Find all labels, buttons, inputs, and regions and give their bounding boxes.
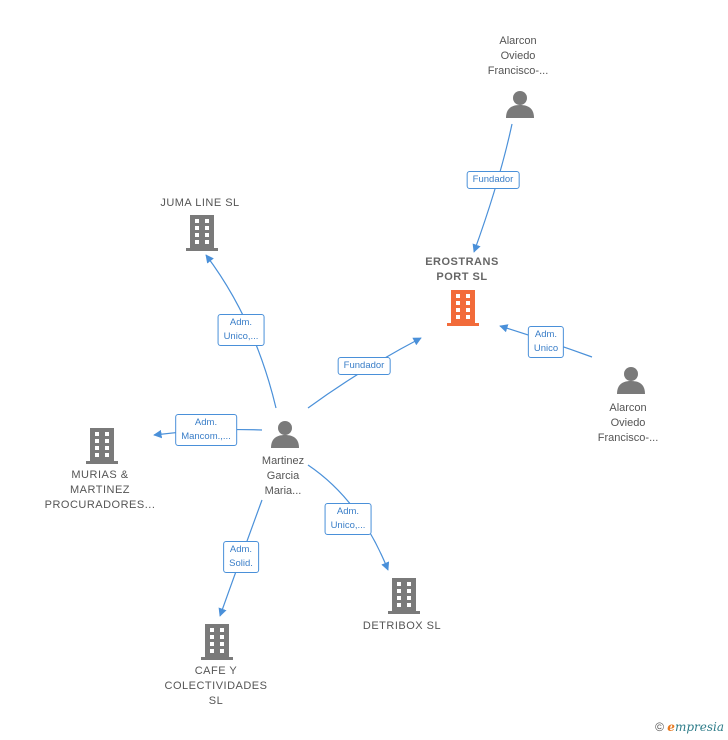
label-line: Martinez: [261, 455, 305, 467]
label-line: Maria...: [264, 485, 302, 497]
edge-label-line: Unico,...: [330, 520, 366, 531]
edge-label-martinez-murias[interactable]: Adm. Mancom.,...: [175, 414, 237, 446]
edge-label-line: Solid.: [229, 558, 253, 569]
label-line: DETRIBOX SL: [362, 620, 442, 632]
label-line: JUMA LINE SL: [160, 197, 240, 209]
edge-label-martinez-juma[interactable]: Adm. Unico,...: [217, 314, 265, 346]
node-label-detribox[interactable]: DETRIBOX SL: [363, 619, 441, 634]
label-line: Oviedo: [610, 417, 646, 429]
label-line: CAFE Y: [194, 665, 238, 677]
node-label-martinez[interactable]: Martinez Garcia Maria...: [262, 454, 304, 499]
building-icon[interactable]: [447, 290, 479, 326]
node-label-alarcon-top[interactable]: Alarcon Oviedo Francisco-...: [488, 34, 549, 79]
edge-label-line: Adm.: [336, 506, 360, 517]
label-line: MARTINEZ: [69, 484, 131, 496]
edge-label-line: Fundador: [472, 174, 514, 185]
node-label-murias[interactable]: MURIAS & MARTINEZ PROCURADORES...: [45, 468, 156, 513]
label-line: Garcia: [266, 470, 300, 482]
label-line: MURIAS &: [71, 469, 129, 481]
edge-label-martinez-detribox[interactable]: Adm. Unico,...: [324, 503, 372, 535]
edge-label-line: Mancom.,...: [181, 431, 231, 442]
node-label-erostrans[interactable]: EROSTRANS PORT SL: [425, 255, 499, 285]
node-label-juma[interactable]: JUMA LINE SL: [160, 196, 239, 211]
label-line: Oviedo: [500, 50, 536, 62]
edge-label-line: Adm.: [229, 544, 253, 555]
edge-label-martinez-erostrans[interactable]: Fundador: [337, 357, 391, 375]
label-line: SL: [208, 695, 224, 707]
building-icon[interactable]: [388, 578, 420, 614]
copyright-icon: ©: [655, 720, 664, 734]
edge-label-alarcon-right-erostrans[interactable]: Adm. Unico: [527, 326, 565, 358]
edge-label-line: Adm.: [194, 417, 218, 428]
building-icon[interactable]: [186, 215, 218, 251]
building-icon[interactable]: [201, 624, 233, 660]
label-line: Francisco-...: [487, 65, 549, 77]
edge-label-line: Adm.: [534, 329, 558, 340]
edge-label-line: Fundador: [343, 360, 385, 371]
label-line: Francisco-...: [597, 432, 659, 444]
person-icon[interactable]: [617, 367, 645, 394]
node-label-alarcon-right[interactable]: Alarcon Oviedo Francisco-...: [598, 401, 659, 446]
edge-label-line: Unico: [533, 343, 559, 354]
label-line: EROSTRANS: [425, 256, 499, 268]
label-line: Alarcon: [609, 402, 647, 414]
brand-logo-initial: e: [667, 720, 675, 734]
edge-label-martinez-cafe[interactable]: Adm. Solid.: [223, 541, 259, 573]
person-icon[interactable]: [506, 91, 534, 118]
edge-label-alarcon-top-erostrans[interactable]: Fundador: [466, 171, 520, 189]
label-line: COLECTIVIDADES: [164, 680, 268, 692]
node-label-cafe[interactable]: CAFE Y COLECTIVIDADES SL: [165, 664, 268, 709]
footer-brand[interactable]: © empresia: [655, 720, 724, 734]
person-icon[interactable]: [271, 421, 299, 448]
label-line: PROCURADORES...: [44, 499, 156, 511]
building-icon[interactable]: [86, 428, 118, 464]
brand-logo-rest: mpresia: [674, 720, 724, 734]
edge-label-line: Adm.: [229, 317, 253, 328]
edge-label-line: Unico,...: [223, 331, 259, 342]
label-line: Alarcon: [499, 35, 537, 47]
label-line: PORT SL: [436, 271, 488, 283]
